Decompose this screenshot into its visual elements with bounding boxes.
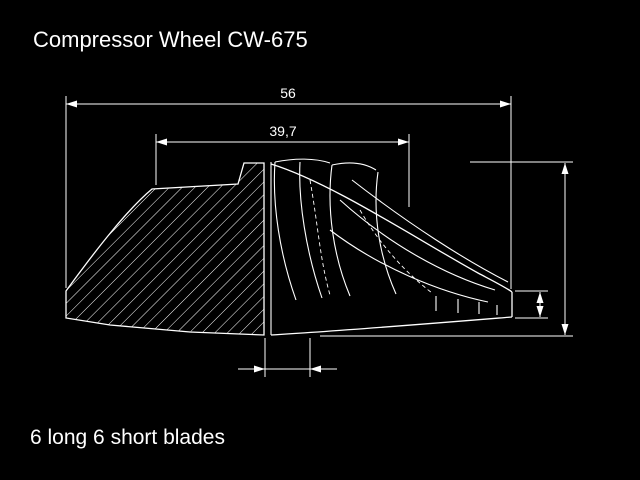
blade-leading-edge-1 (273, 161, 297, 301)
dim-56-label: 56 (280, 85, 296, 101)
dimension-exducer-tip-height (515, 290, 548, 319)
dimension-hub-face (238, 338, 337, 377)
blade-root-ticks (435, 296, 498, 315)
blade-sweep-2 (339, 199, 496, 291)
dimension-overall-width: 56 (65, 85, 512, 289)
shroud-contour (270, 163, 513, 293)
blade-curve-1 (299, 161, 323, 299)
blade-tip-arc-1 (274, 158, 331, 164)
hatched-hub-section (65, 162, 265, 336)
blade-tip-arc-2 (331, 162, 377, 171)
blade-sweep-1 (351, 179, 509, 283)
dimension-inducer-width: 39,7 (155, 123, 410, 207)
page-title: Compressor Wheel CW-675 (33, 27, 308, 52)
blade-hidden-line-2 (359, 209, 433, 294)
blade-sweep-3 (329, 229, 489, 303)
blade-hidden-line-1 (309, 179, 331, 296)
blade-curve-2 (329, 164, 351, 297)
blade-count-note: 6 long 6 short blades (30, 426, 225, 449)
hub-section-outline (65, 162, 265, 336)
dimension-overall-height (320, 161, 573, 337)
blade-profiles (270, 158, 513, 336)
dim-397-label: 39,7 (269, 123, 296, 139)
hub-contour (270, 316, 513, 336)
blade-curve-3 (375, 171, 397, 295)
